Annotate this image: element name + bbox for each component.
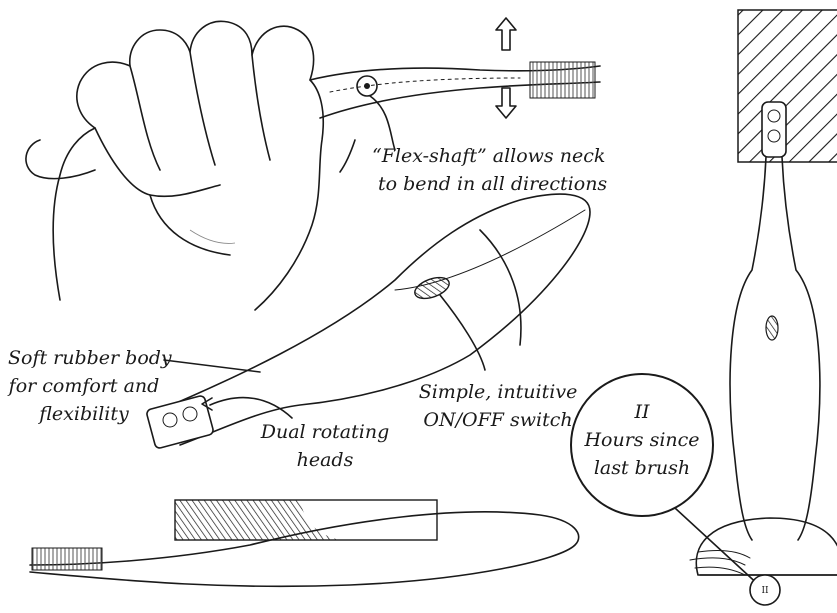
soft-body-line3: flexibility	[8, 400, 160, 428]
switch-line2: ON/OFF switch	[418, 406, 578, 434]
flex-shaft-line2: to bend in all directions	[372, 170, 607, 198]
hours-line1: Hours since	[577, 426, 707, 454]
standing-toothbrush-drawing	[690, 10, 837, 575]
hours-annotation: II Hours since last brush	[577, 398, 707, 482]
hours-line2: last brush	[577, 454, 707, 482]
flex-shaft-line1: “Flex-shaft” allows neck	[372, 142, 607, 170]
soft-body-line1: Soft rubber body	[8, 344, 160, 372]
hand-drawing	[26, 21, 323, 310]
heads-line2: heads	[250, 446, 400, 474]
base-display-value: II	[761, 586, 769, 596]
side-profile-drawing	[30, 500, 579, 586]
heads-line1: Dual rotating	[250, 418, 400, 446]
heads-leader	[210, 398, 292, 418]
hours-value: II	[577, 398, 707, 426]
soft-body-leader	[164, 360, 260, 372]
soft-body-line2: for comfort and	[8, 372, 160, 400]
switch-line1: Simple, intuitive	[418, 378, 578, 406]
heads-annotation: Dual rotating heads	[250, 418, 400, 474]
soft-body-annotation: Soft rubber body for comfort and flexibi…	[8, 344, 160, 428]
switch-annotation: Simple, intuitive ON/OFF switch	[418, 378, 578, 434]
flex-shaft-annotation: “Flex-shaft” allows neck to bend in all …	[372, 142, 607, 198]
